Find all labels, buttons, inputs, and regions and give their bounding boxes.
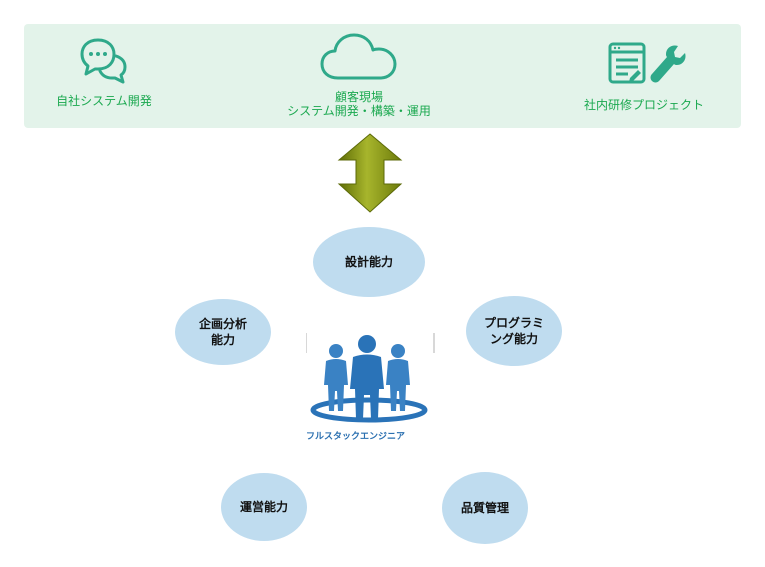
planning-analysis-line2: 能力 [210, 333, 235, 347]
design-ability-ellipse: 設計能力 [313, 227, 425, 297]
customer-site: 顧客現場 システム開発・構築・運用 [264, 30, 454, 118]
customer-site-line2: システム開発・構築・運用 [287, 104, 431, 118]
internal-training-project: 社内研修プロジェクト [569, 40, 719, 112]
wrench-icon [650, 45, 686, 83]
cloud-icon [320, 33, 397, 80]
own-system-development: 自社システム開発 [52, 34, 156, 108]
operations-ability-ellipse: 運営能力 [221, 473, 307, 541]
planning-analysis-line1: 企画分析 [198, 317, 247, 331]
programming-ability-line2: ング能力 [489, 332, 538, 346]
own-system-label: 自社システム開発 [56, 94, 152, 108]
programming-ability-ellipse: プログラミ ング能力 [466, 296, 562, 366]
document-wrench-icon [608, 42, 686, 84]
chat-bubbles-icon [80, 38, 127, 84]
team-people-icon [306, 333, 435, 423]
design-ability-label: 設計能力 [344, 255, 393, 269]
full-stack-engineer-caption: フルスタックエンジニア [306, 432, 406, 442]
planning-analysis-ellipse: 企画分析 能力 [175, 299, 271, 365]
programming-ability-line1: プログラミ [483, 316, 544, 330]
document-icon [608, 42, 646, 84]
double-arrow-icon [337, 133, 403, 213]
top-banner: 自社システム開発 顧客現場 システム開発・構築・運用 社内研修プロジェクト [24, 24, 741, 128]
internal-training-label: 社内研修プロジェクト [583, 98, 704, 112]
customer-site-line1: 顧客現場 [334, 90, 383, 104]
operations-ability-label: 運営能力 [239, 500, 288, 514]
quality-management-label: 品質管理 [460, 501, 509, 515]
quality-management-ellipse: 品質管理 [442, 472, 528, 544]
